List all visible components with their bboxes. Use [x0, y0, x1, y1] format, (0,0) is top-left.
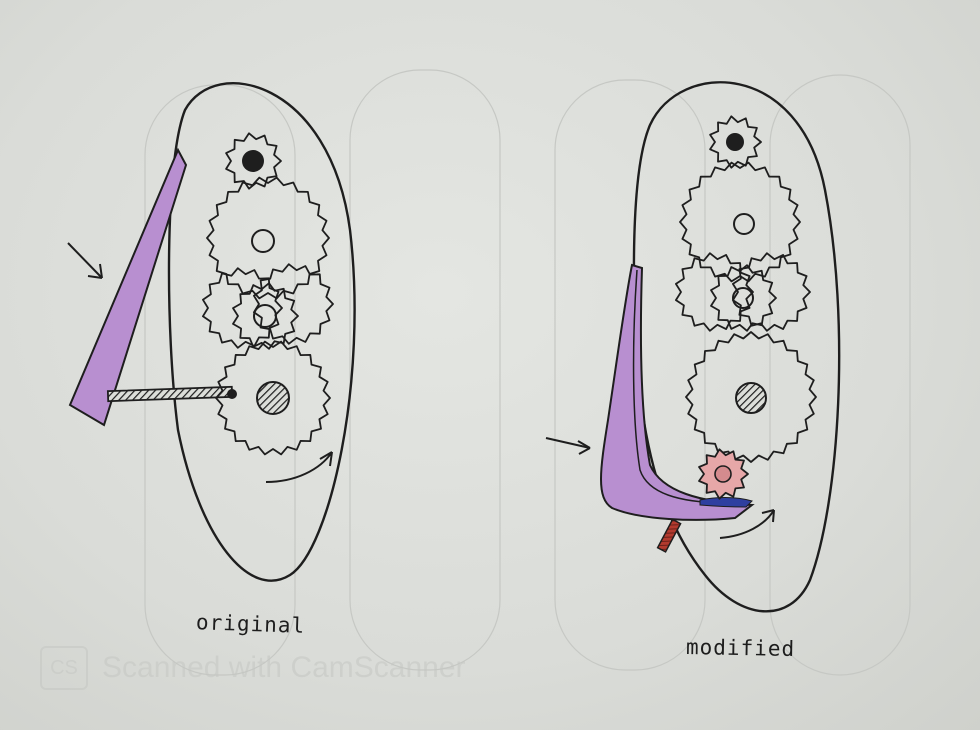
modified-rotation-arrow-icon	[719, 509, 775, 539]
modified-arrow-icon	[545, 437, 591, 455]
camscanner-logo-icon: CS	[40, 646, 88, 690]
modified-pink-gear	[698, 448, 749, 500]
gear-teeth	[253, 263, 334, 345]
gear-teeth	[710, 264, 777, 332]
gear-teeth	[225, 132, 282, 190]
original-gear-large-2	[215, 340, 331, 456]
gear-teeth	[732, 252, 811, 332]
original-rotation-arrow-icon	[265, 451, 333, 483]
gear-teeth	[675, 252, 754, 332]
label-original: original	[195, 610, 306, 638]
modified-gear-large-1	[679, 161, 801, 283]
original-rod-pin	[227, 389, 237, 399]
faint-outline-4	[769, 74, 911, 676]
original-gear-small-top	[225, 132, 282, 190]
modified-body-outline	[632, 81, 841, 613]
gear-teeth	[215, 340, 331, 456]
gear-teeth	[206, 176, 330, 300]
original-arrow-icon	[67, 242, 103, 279]
gear-teeth	[679, 161, 801, 283]
original-gear-large-1	[206, 176, 330, 300]
original-rod	[106, 385, 234, 403]
modified-gear-medium-left	[675, 252, 754, 332]
original-gear-medium-right	[253, 263, 334, 345]
modified-lever-inner-line	[632, 269, 723, 504]
gear-teeth	[685, 331, 817, 463]
faint-outline-2	[349, 69, 501, 671]
modified-spring	[656, 518, 682, 553]
faint-outline-3	[554, 79, 706, 671]
modified-gear-inner	[710, 264, 777, 332]
original-lever	[68, 147, 188, 427]
modified-gear-large-2	[685, 331, 817, 463]
modified-lever-blue-tip	[699, 497, 753, 508]
watermark-text: Scanned with CamScanner	[102, 651, 466, 684]
modified-gear-medium-right	[732, 252, 811, 332]
original-body-outline	[167, 82, 356, 582]
gear-teeth	[202, 267, 283, 349]
label-modified: modified	[685, 635, 796, 661]
camscanner-watermark: CS Scanned with CamScanner	[40, 646, 466, 690]
modified-mechanism	[545, 81, 841, 613]
original-gear-medium-left	[202, 267, 283, 349]
modified-gear-small-top	[709, 115, 762, 169]
original-mechanism	[67, 82, 356, 582]
